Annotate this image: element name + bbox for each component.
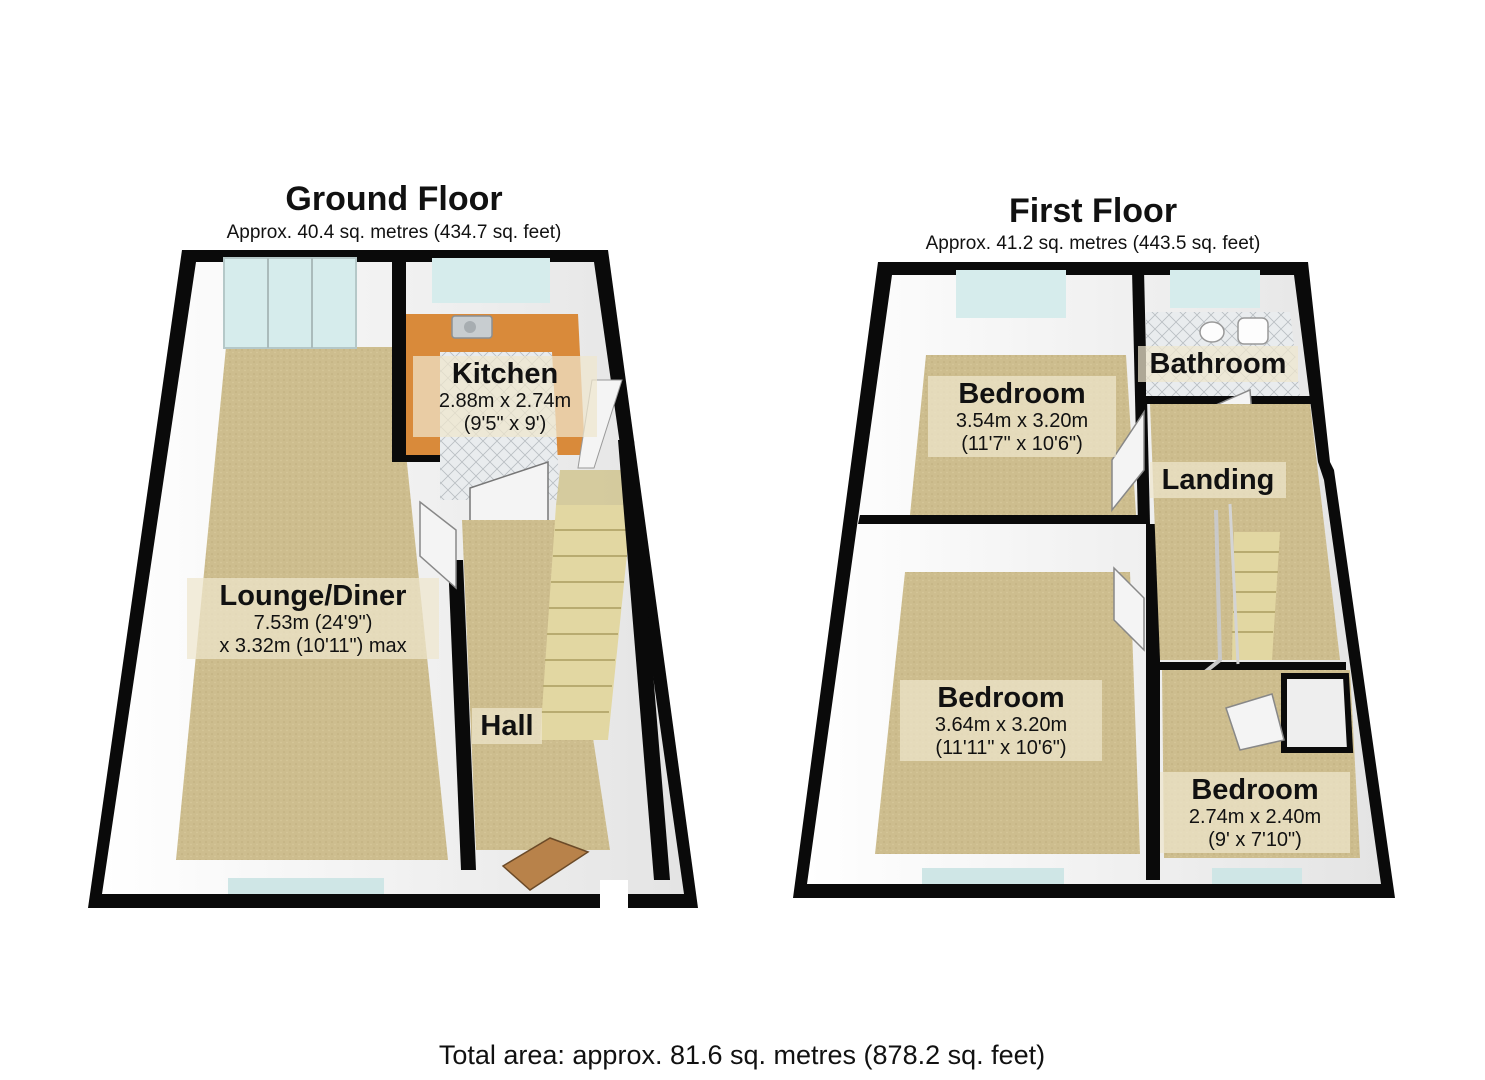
lounge-front-window <box>228 878 384 894</box>
room-label-hall: Hall <box>472 708 542 745</box>
room-dimension: 2.88m x 2.74m <box>438 390 572 413</box>
room-dimension: 2.74m x 2.40m <box>1188 806 1322 829</box>
room-name: Bedroom <box>1191 774 1319 806</box>
first-floor-area: Approx. 41.2 sq. metres (443.5 sq. feet) <box>925 233 1261 254</box>
room-name: Landing <box>1161 464 1275 496</box>
kitchen-window <box>432 258 550 303</box>
first-floor-stairs <box>1168 503 1280 702</box>
bathroom-toilet <box>1237 317 1269 345</box>
ground-floor-area: Approx. 40.4 sq. metres (434.7 sq. feet) <box>226 222 562 243</box>
lounge-hall-partition-wall <box>448 560 476 870</box>
bedroom2-front-window <box>922 868 1064 884</box>
room-label-kitchen: Kitchen 2.88m x 2.74m (9'5" x 9') <box>413 356 597 438</box>
bedroom1-window <box>956 270 1066 318</box>
kitchen-partition-wall <box>392 254 406 455</box>
kitchen-sink-bowl <box>464 321 476 333</box>
room-name: Bathroom <box>1149 348 1287 380</box>
room-name: Hall <box>480 710 534 742</box>
room-name: Lounge/Diner <box>219 580 407 612</box>
room-dimension: (9' x 7'10") <box>1208 828 1302 851</box>
front-wall-gap <box>600 880 628 908</box>
room-dimension: (9'5" x 9') <box>463 412 547 435</box>
room-dimension: (11'7" x 10'6") <box>961 432 1083 455</box>
room-name: Kitchen <box>451 358 559 390</box>
stair-wall <box>618 440 670 880</box>
patio-door-glazing <box>223 257 357 349</box>
bathroom-window <box>1170 270 1260 308</box>
room-label-bedroom-2: Bedroom 3.64m x 3.20m (11'11" x 10'6") <box>900 680 1102 762</box>
room-dimension: 3.54m x 3.20m <box>955 410 1089 433</box>
hall-floor <box>462 520 610 850</box>
ground-floor-title: Ground Floor <box>285 180 503 218</box>
room-dimension: 3.64m x 3.20m <box>934 714 1068 737</box>
bedroom3-cupboard <box>1281 673 1354 753</box>
room-dimension: 7.53m (24'9") <box>253 612 373 635</box>
room-dimension: (11'11" x 10'6") <box>935 736 1067 759</box>
bedroom2-landing-wall <box>1146 524 1160 880</box>
room-label-bedroom-3: Bedroom 2.74m x 2.40m (9' x 7'10") <box>1160 772 1350 854</box>
room-label-bathroom: Bathroom <box>1138 346 1298 383</box>
room-name: Bedroom <box>958 378 1086 410</box>
bedroom1-bedroom2-wall <box>858 515 1148 524</box>
bedroom1-door <box>1111 409 1145 513</box>
bedroom3-door <box>1225 693 1285 751</box>
room-label-landing: Landing <box>1150 462 1286 499</box>
bathroom-basin <box>1199 321 1225 343</box>
first-floor-title: First Floor <box>1008 192 1178 230</box>
room-name: Bedroom <box>937 682 1065 714</box>
front-door <box>501 837 590 891</box>
bedroom2-door <box>1113 566 1145 652</box>
ground-floor-stairs <box>540 470 634 740</box>
room-label-bedroom-1: Bedroom 3.54m x 3.20m (11'7" x 10'6") <box>928 376 1116 458</box>
bedroom3-front-window <box>1212 868 1302 884</box>
total-area: Total area: approx. 81.6 sq. metres (878… <box>438 1040 1046 1070</box>
lounge-door <box>419 500 457 590</box>
room-dimension: x 3.32m (10'11") max <box>219 634 407 657</box>
bedroom3-top-wall <box>1160 662 1346 670</box>
room-label-lounge-diner: Lounge/Diner 7.53m (24'9") x 3.32m (10'1… <box>187 578 439 660</box>
